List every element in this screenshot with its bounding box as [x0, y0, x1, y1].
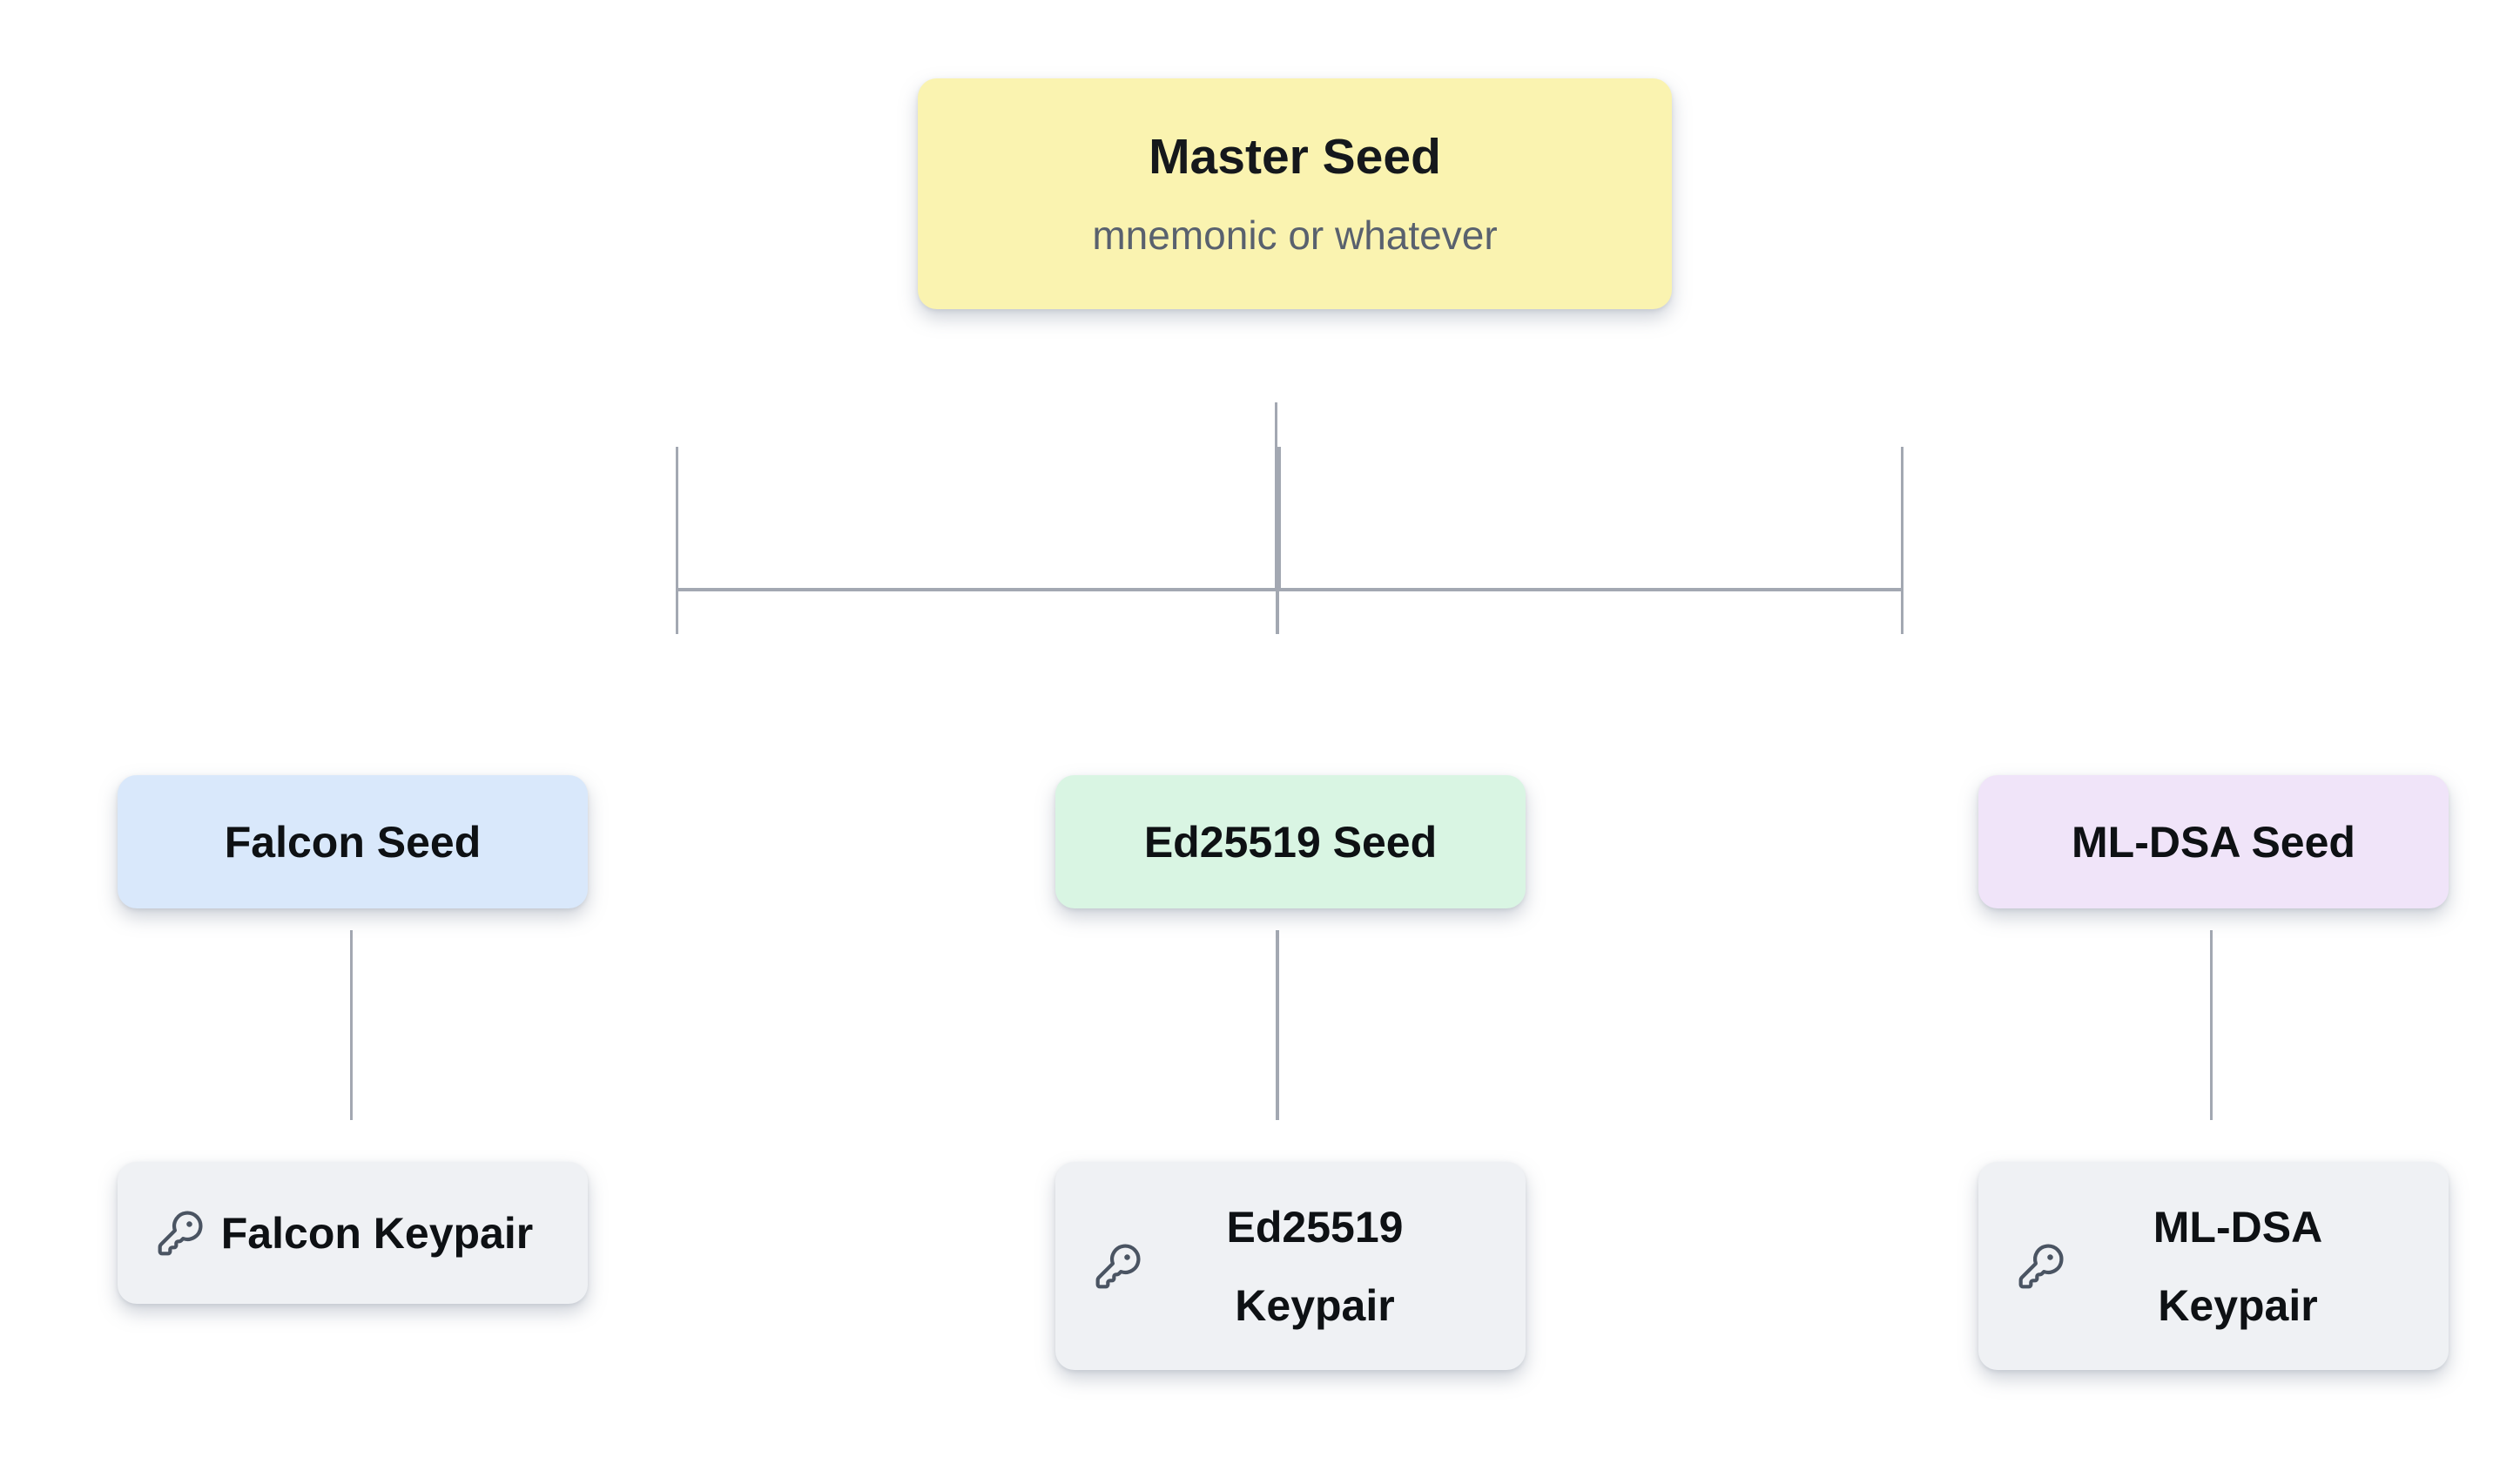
connector-center-below — [1276, 590, 1279, 634]
connector-right-branch — [1901, 447, 1903, 634]
master-seed-title: Master Seed — [1149, 129, 1441, 186]
ed25519-keypair-label: Ed25519 Keypair — [1226, 1202, 1404, 1330]
connector-master-stub — [1275, 402, 1277, 447]
master-seed-subtitle: mnemonic or whatever — [1092, 212, 1498, 258]
node-falcon-keypair: Falcon Keypair — [118, 1162, 588, 1304]
connector-ed25519-to-keypair — [1276, 930, 1279, 1120]
connector-branch-bar — [676, 588, 1903, 591]
node-mldsa-keypair: ML-DSA Keypair — [1978, 1162, 2449, 1370]
key-icon — [1094, 1242, 1142, 1291]
node-falcon-seed: Falcon Seed — [118, 775, 588, 908]
connector-master-trunk — [1275, 447, 1281, 590]
node-master-seed: Master Seed mnemonic or whatever — [918, 78, 1672, 309]
ed25519-seed-label: Ed25519 Seed — [1143, 817, 1438, 867]
mldsa-keypair-label: ML-DSA Keypair — [2153, 1202, 2323, 1330]
connector-mldsa-to-keypair — [2210, 930, 2213, 1120]
node-ed25519-keypair: Ed25519 Keypair — [1055, 1162, 1526, 1370]
falcon-keypair-label: Falcon Keypair — [220, 1208, 534, 1258]
falcon-seed-label: Falcon Seed — [224, 817, 482, 867]
key-icon — [156, 1209, 205, 1258]
connector-left-branch — [676, 447, 678, 634]
node-mldsa-seed: ML-DSA Seed — [1978, 775, 2449, 908]
connector-falcon-to-keypair — [350, 930, 353, 1120]
node-ed25519-seed: Ed25519 Seed — [1055, 775, 1526, 908]
mldsa-seed-label: ML-DSA Seed — [2072, 817, 2355, 867]
key-icon — [2017, 1242, 2065, 1291]
